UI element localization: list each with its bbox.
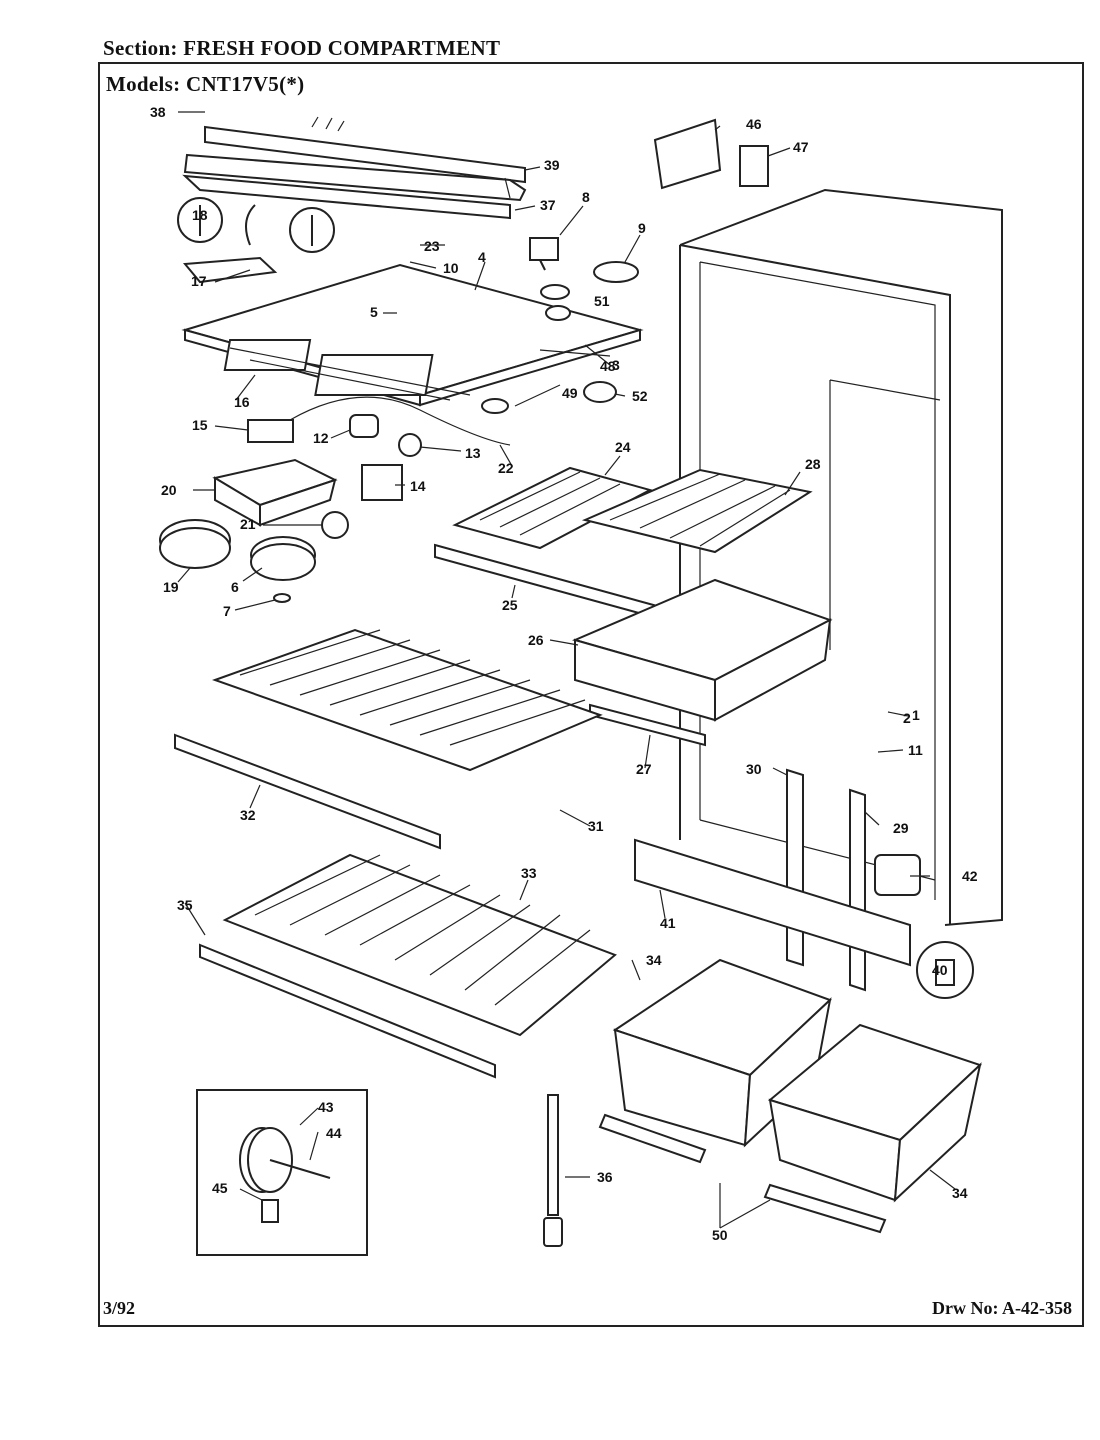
fan-19-6-7 bbox=[159, 519, 316, 603]
callout-41: 41 bbox=[660, 915, 676, 931]
wheel-inset-box bbox=[196, 1089, 368, 1256]
callout-28: 28 bbox=[805, 456, 821, 472]
control-housing-16 bbox=[181, 263, 644, 407]
shelf-33 bbox=[222, 853, 617, 1037]
callout-12: 12 bbox=[313, 430, 329, 446]
callout-1: 1 bbox=[912, 707, 920, 723]
callout-32: 32 bbox=[240, 807, 256, 823]
callout-7: 7 bbox=[223, 603, 231, 619]
callout-5: 5 bbox=[370, 304, 378, 320]
rail-30 bbox=[786, 768, 804, 967]
callout-45: 45 bbox=[212, 1180, 228, 1196]
callout-22: 22 bbox=[498, 460, 514, 476]
callout-16: 16 bbox=[234, 394, 250, 410]
diagram-frame bbox=[98, 62, 1084, 1327]
callout-25: 25 bbox=[502, 597, 518, 613]
callout-42: 42 bbox=[962, 868, 978, 884]
callout-29: 29 bbox=[893, 820, 909, 836]
trim-50 bbox=[598, 1113, 887, 1234]
leader-lines bbox=[177, 111, 956, 1229]
callout-30: 30 bbox=[746, 761, 762, 777]
grille-41 bbox=[634, 838, 911, 967]
callout-44: 44 bbox=[326, 1125, 342, 1141]
callout-4: 4 bbox=[478, 249, 486, 265]
thermostat-8 bbox=[529, 237, 559, 271]
detail-circle-11 bbox=[289, 207, 335, 253]
callout-47: 47 bbox=[793, 139, 809, 155]
shelf-28 bbox=[581, 468, 813, 554]
crisper-34-right bbox=[767, 1023, 982, 1203]
callout-21: 21 bbox=[240, 516, 256, 532]
callout-8: 8 bbox=[582, 189, 590, 205]
callout-35: 35 bbox=[177, 897, 193, 913]
wire-harness-17 bbox=[182, 204, 278, 284]
callout-33: 33 bbox=[521, 865, 537, 881]
parts-51-52-49 bbox=[481, 284, 617, 414]
callout-13: 13 bbox=[465, 445, 481, 461]
bracket-20 bbox=[212, 458, 349, 539]
drawer-26 bbox=[572, 578, 833, 722]
light-shield-38 bbox=[204, 116, 526, 184]
callout-46: 46 bbox=[746, 116, 762, 132]
drawing-number: Drw No: A-42-358 bbox=[932, 1298, 1072, 1318]
callout-14: 14 bbox=[410, 478, 426, 494]
callout-15: 15 bbox=[192, 417, 208, 433]
callout-50: 50 bbox=[712, 1227, 728, 1243]
callout-labels: 1 2 3 4 5 6 7 8 9 10 11 12 13 14 15 16 1… bbox=[150, 104, 978, 1243]
callout-52: 52 bbox=[632, 388, 648, 404]
detail-circle-18 bbox=[177, 197, 223, 243]
callout-17: 17 bbox=[191, 273, 207, 289]
models-label: Models: bbox=[106, 72, 181, 96]
callout-37: 37 bbox=[540, 197, 556, 213]
callout-18: 18 bbox=[192, 207, 208, 223]
trim-32 bbox=[174, 733, 441, 850]
callout-23: 23 bbox=[424, 238, 440, 254]
callout-34b: 34 bbox=[952, 1185, 968, 1201]
callout-20: 20 bbox=[161, 482, 177, 498]
switch-15-12-13-14 bbox=[247, 396, 511, 501]
callout-2: 2 bbox=[903, 710, 911, 726]
models-value: CNT17V5(*) bbox=[185, 72, 305, 96]
callout-24: 24 bbox=[615, 439, 631, 455]
callout-27: 27 bbox=[636, 761, 652, 777]
cabinet-liner bbox=[679, 188, 1003, 926]
callout-19: 19 bbox=[163, 579, 179, 595]
crisper-34-left bbox=[612, 958, 832, 1148]
section-heading: Section: FRESH FOOD COMPARTMENT bbox=[103, 36, 500, 61]
callout-38: 38 bbox=[150, 104, 166, 120]
section-value: FRESH FOOD COMPARTMENT bbox=[183, 36, 501, 60]
callout-43: 43 bbox=[318, 1099, 334, 1115]
rod-36 bbox=[543, 1094, 563, 1247]
plate-46-bracket-47 bbox=[653, 118, 769, 190]
shelf-31 bbox=[212, 628, 603, 772]
hinge-42 bbox=[874, 854, 921, 896]
callout-3: 3 bbox=[612, 357, 620, 373]
rail-29 bbox=[849, 788, 866, 992]
callout-26: 26 bbox=[528, 632, 544, 648]
callout-11: 11 bbox=[908, 742, 923, 758]
leveler-40 bbox=[916, 941, 974, 999]
callout-34a: 34 bbox=[646, 952, 662, 968]
callout-9: 9 bbox=[638, 220, 646, 236]
callout-49: 49 bbox=[562, 385, 578, 401]
shelf-24 bbox=[452, 466, 653, 550]
trim-35 bbox=[199, 943, 496, 1079]
section-label: Section: bbox=[103, 36, 178, 60]
callout-10: 10 bbox=[443, 260, 459, 276]
trim-37 bbox=[182, 174, 511, 220]
models-heading: Models: CNT17V5(*) bbox=[106, 72, 304, 97]
drawing-date: 3/92 bbox=[103, 1298, 136, 1318]
callout-6: 6 bbox=[231, 579, 239, 595]
callout-36: 36 bbox=[597, 1169, 613, 1185]
callout-48: 48 bbox=[600, 358, 616, 374]
callout-51: 51 bbox=[594, 293, 610, 309]
callout-39: 39 bbox=[544, 157, 560, 173]
knob-9 bbox=[593, 261, 639, 283]
light-bar-39 bbox=[183, 153, 527, 202]
callout-31: 31 bbox=[588, 818, 604, 834]
callout-40: 40 bbox=[932, 962, 948, 978]
